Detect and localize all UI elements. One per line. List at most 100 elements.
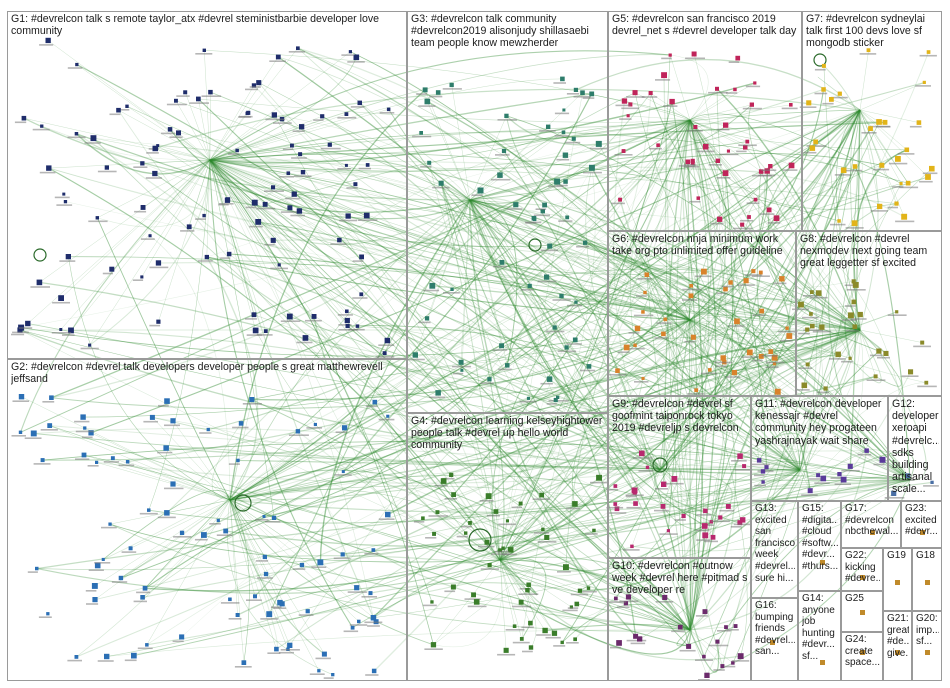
node (717, 216, 723, 222)
node (435, 510, 440, 515)
edge (209, 159, 839, 355)
edge (469, 199, 586, 244)
edge (209, 159, 274, 188)
node (21, 115, 27, 121)
edge (209, 159, 590, 589)
node-label-mark (656, 322, 672, 324)
node (142, 585, 148, 591)
node-label-mark (802, 316, 819, 319)
edge (204, 50, 691, 121)
edge (499, 170, 845, 561)
node (386, 107, 391, 112)
edge (798, 350, 880, 471)
node (661, 481, 667, 487)
node-label-mark (197, 260, 213, 262)
node (621, 98, 628, 104)
node (83, 426, 87, 430)
edge (166, 447, 801, 471)
node (616, 640, 622, 646)
group-g11-box: G11: #devrelcon developer kenessajr #dev… (751, 396, 888, 501)
node (632, 90, 638, 96)
edge (689, 119, 792, 166)
node (540, 209, 545, 214)
edge (229, 149, 908, 501)
edge (469, 143, 599, 201)
edge (469, 199, 503, 263)
node (837, 472, 842, 477)
node-label-mark (621, 107, 639, 110)
edge (144, 329, 861, 589)
node-label-mark (565, 507, 580, 510)
edge (634, 469, 661, 491)
edge (297, 430, 501, 561)
node (848, 356, 852, 360)
node (460, 368, 464, 372)
edge (732, 109, 861, 664)
node (743, 145, 748, 150)
node (596, 474, 602, 481)
edge (23, 117, 211, 161)
edge (659, 51, 930, 471)
node-label-mark (201, 95, 222, 97)
edge (469, 199, 705, 657)
edge (229, 176, 929, 501)
node (46, 165, 52, 171)
node (49, 395, 54, 400)
edge (426, 100, 911, 481)
edge (469, 199, 664, 507)
edge (644, 292, 691, 321)
node (528, 645, 534, 650)
node (291, 191, 297, 197)
node-label-mark (88, 569, 104, 571)
node-label-mark (169, 136, 183, 138)
node (758, 270, 763, 275)
edge (689, 173, 727, 321)
edge (209, 145, 292, 161)
edge (689, 119, 693, 161)
edge (339, 239, 661, 471)
node (595, 140, 602, 147)
node-label-mark (737, 284, 755, 286)
edge (36, 559, 501, 594)
edge (130, 499, 231, 549)
edge (499, 559, 522, 603)
edge (198, 98, 691, 123)
edge (469, 199, 767, 468)
edge (859, 109, 880, 207)
edge (628, 329, 861, 598)
node (508, 547, 514, 553)
node (235, 613, 240, 617)
edge (499, 521, 712, 572)
edge (90, 432, 231, 501)
node-label-mark (118, 109, 130, 111)
node-label-mark (899, 186, 919, 189)
node (365, 163, 370, 167)
edge (209, 159, 385, 354)
node (745, 139, 750, 144)
node (852, 164, 858, 169)
edge (300, 119, 691, 155)
edge (497, 167, 593, 561)
node-label-mark (498, 368, 512, 371)
edge (626, 109, 861, 349)
node (696, 196, 700, 200)
edge (209, 113, 347, 161)
edge (469, 132, 564, 201)
node (92, 597, 98, 603)
node (176, 130, 181, 136)
edge (257, 199, 471, 246)
node-label-mark (288, 51, 305, 53)
node-label-mark (378, 518, 395, 520)
node (873, 374, 878, 379)
edge (229, 375, 876, 501)
edge (623, 378, 661, 471)
node-label-mark (245, 206, 256, 209)
node (561, 130, 566, 135)
node (353, 54, 360, 61)
node-label-mark (760, 213, 775, 215)
edge (499, 559, 555, 634)
node-label-mark (830, 96, 848, 99)
node (357, 619, 361, 624)
node-label-mark (33, 463, 51, 465)
edge (251, 399, 691, 631)
